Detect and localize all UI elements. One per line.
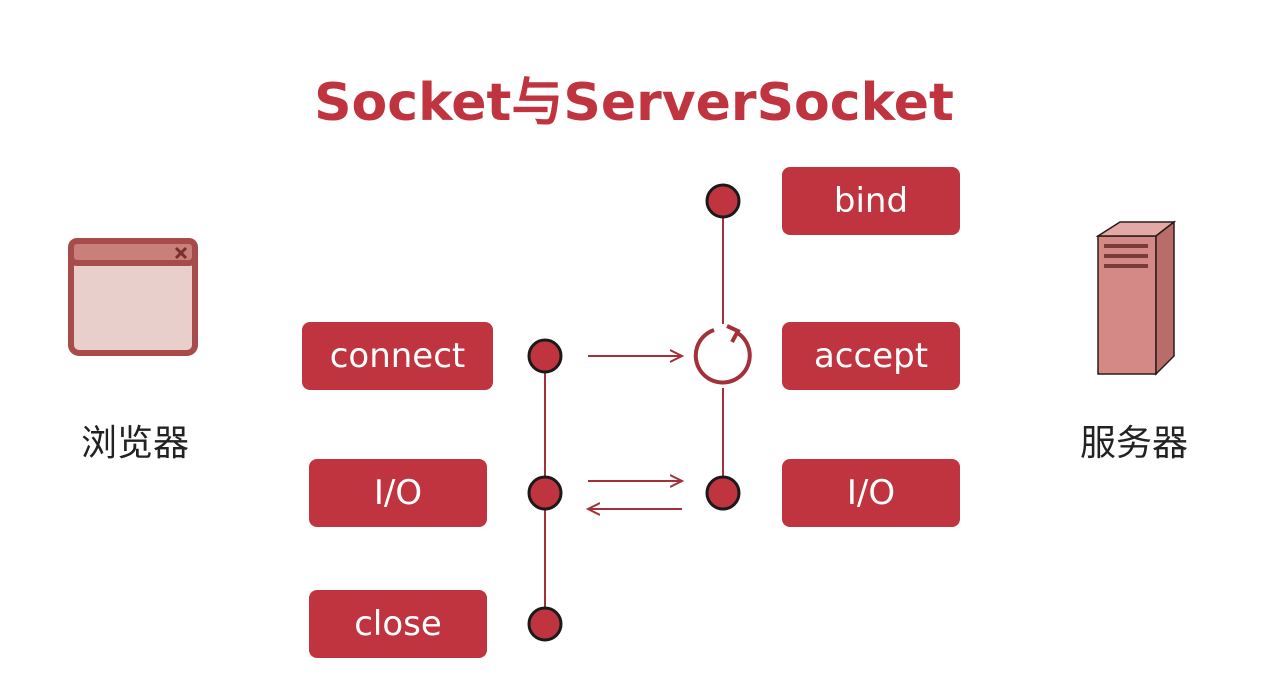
bind-step: bind <box>782 167 960 235</box>
close-step: close <box>309 590 487 658</box>
browser-label: 浏览器 <box>80 423 189 464</box>
server-io-node <box>705 475 741 511</box>
page-title: Socket与ServerSocket <box>314 73 954 133</box>
server-tower-icon <box>1095 220 1177 376</box>
client-io-node <box>527 475 563 511</box>
close-node <box>527 606 563 642</box>
server-label: 服务器 <box>1079 423 1188 464</box>
accept-step: accept <box>782 322 960 390</box>
server-io-step: I/O <box>782 459 960 527</box>
connect-step: connect <box>302 322 493 390</box>
browser-window-icon <box>68 238 198 356</box>
bind-node <box>705 183 741 219</box>
connect-node <box>527 338 563 374</box>
accept-loop-icon <box>691 324 755 388</box>
client-io-step: I/O <box>309 459 487 527</box>
